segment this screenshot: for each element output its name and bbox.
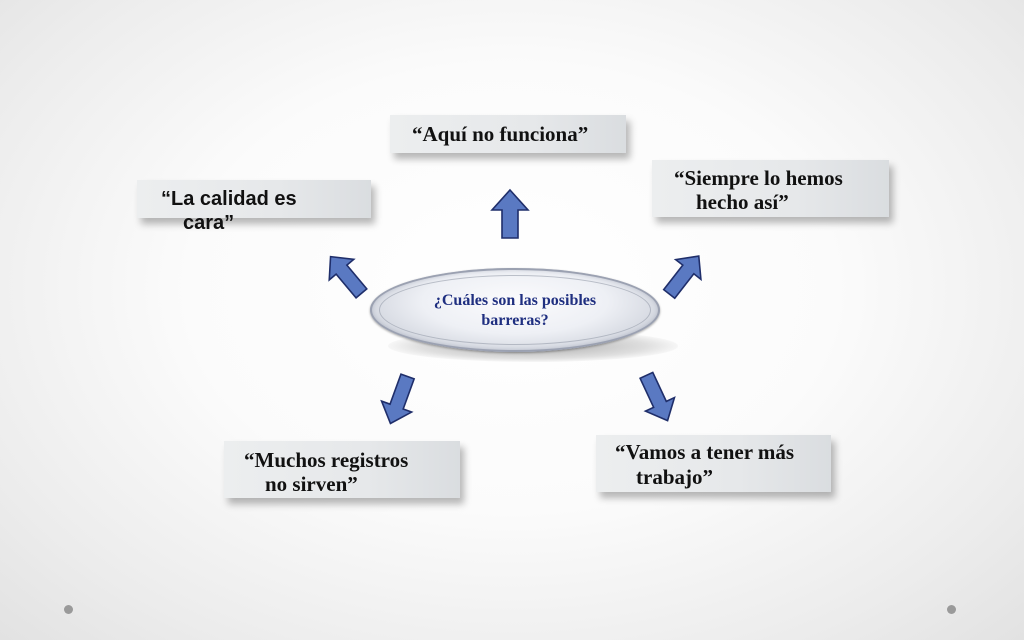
barrier-text-left-line2: cara” (183, 212, 235, 234)
barrier-text-bottom-left-line1: “Muchos registros (244, 448, 409, 472)
center-question-ellipse: ¿Cuáles son las posibles barreras? (370, 268, 660, 352)
barrier-box-top: “Aquí no funciona” (390, 115, 626, 153)
arrow-up-left-icon (328, 255, 368, 300)
decorative-dot-right (947, 605, 956, 614)
barrier-box-bottom-right: “Vamos a tener más trabajo” (596, 435, 831, 492)
center-question: ¿Cuáles son las posibles barreras? (370, 291, 660, 331)
barrier-text-right-line2: hecho así” (696, 190, 789, 214)
arrow-up-right-icon (662, 255, 702, 300)
barrier-box-right: “Siempre lo hemos hecho así” (652, 160, 889, 217)
barrier-text-left-line1: “La calidad es (161, 188, 297, 210)
barrier-text-bottom-right-line1: “Vamos a tener más (615, 440, 795, 464)
arrow-down-right-icon (639, 371, 676, 422)
decorative-dot-left (64, 605, 73, 614)
barrier-text-bottom-left-line2: no sirven” (265, 472, 358, 496)
center-question-line2: barreras? (481, 312, 549, 329)
barrier-box-left: “La calidad es cara” (137, 180, 371, 234)
arrow-up-icon (490, 188, 530, 239)
arrow-down-left-icon (380, 373, 416, 425)
barrier-text-right-line1: “Siempre lo hemos (674, 166, 843, 190)
center-question-line1: ¿Cuáles son las posibles (433, 292, 597, 309)
barrier-box-bottom-left: “Muchos registros no sirven” (224, 441, 460, 498)
barrier-text-top: “Aquí no funciona” (412, 122, 589, 146)
barrier-text-bottom-right-line2: trabajo” (636, 465, 713, 489)
